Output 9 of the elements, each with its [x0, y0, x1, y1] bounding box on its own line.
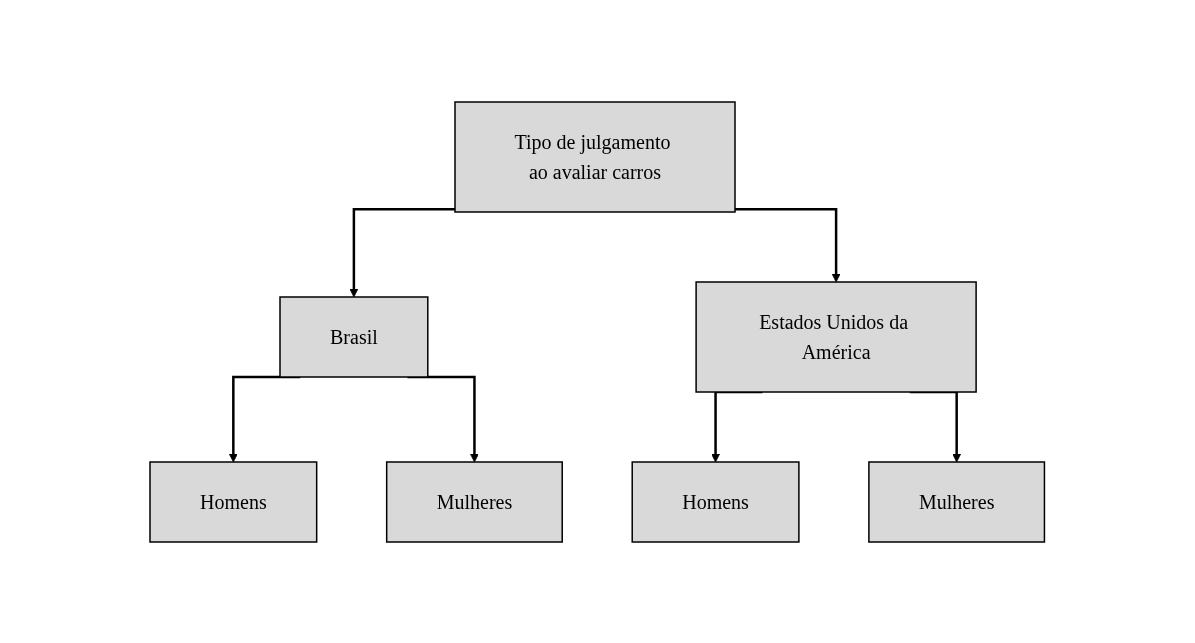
- node-box: Mulheres: [386, 460, 564, 543]
- node-box: Mulheres: [868, 460, 1046, 543]
- node-box: Brasil: [279, 295, 429, 378]
- node-box: Homens: [149, 460, 318, 543]
- node-box: Tipo de julgamento ao avaliar carros: [454, 100, 737, 213]
- node-box: Estados Unidos da América: [695, 280, 978, 393]
- arrow: [735, 207, 841, 282]
- node-box: Homens: [631, 460, 800, 543]
- arrow: [349, 207, 456, 297]
